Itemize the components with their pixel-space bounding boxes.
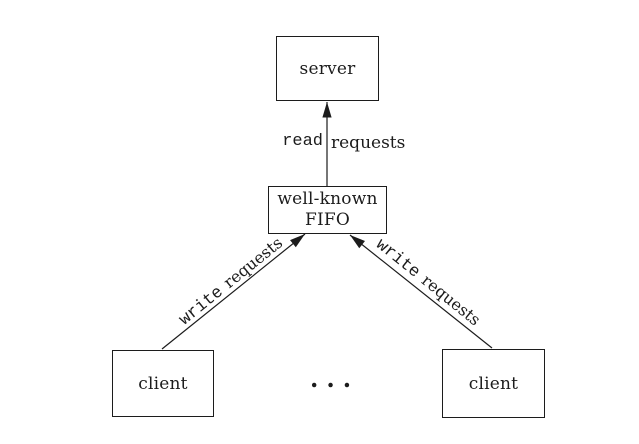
client-right-box: client <box>442 349 545 418</box>
read-requests-label-noun: requests <box>331 133 406 153</box>
client-left-label: client <box>138 373 188 394</box>
fifo-label-line1: well-known <box>277 189 378 209</box>
client-right-label: client <box>468 373 519 394</box>
client-left-box: client <box>112 350 214 417</box>
write-requests-arrow-right <box>349 234 493 349</box>
server-label: server <box>299 58 356 79</box>
more-clients-ellipsis: ... <box>310 364 360 393</box>
read-requests-label-verb: read <box>282 132 323 151</box>
fifo-label-line2: FIFO <box>304 210 351 230</box>
write-requests-arrow-left <box>161 233 306 350</box>
server-box: server <box>276 36 379 101</box>
fifo-label: well-known FIFO <box>277 189 377 231</box>
well-known-fifo-box: well-known FIFO <box>268 186 387 234</box>
